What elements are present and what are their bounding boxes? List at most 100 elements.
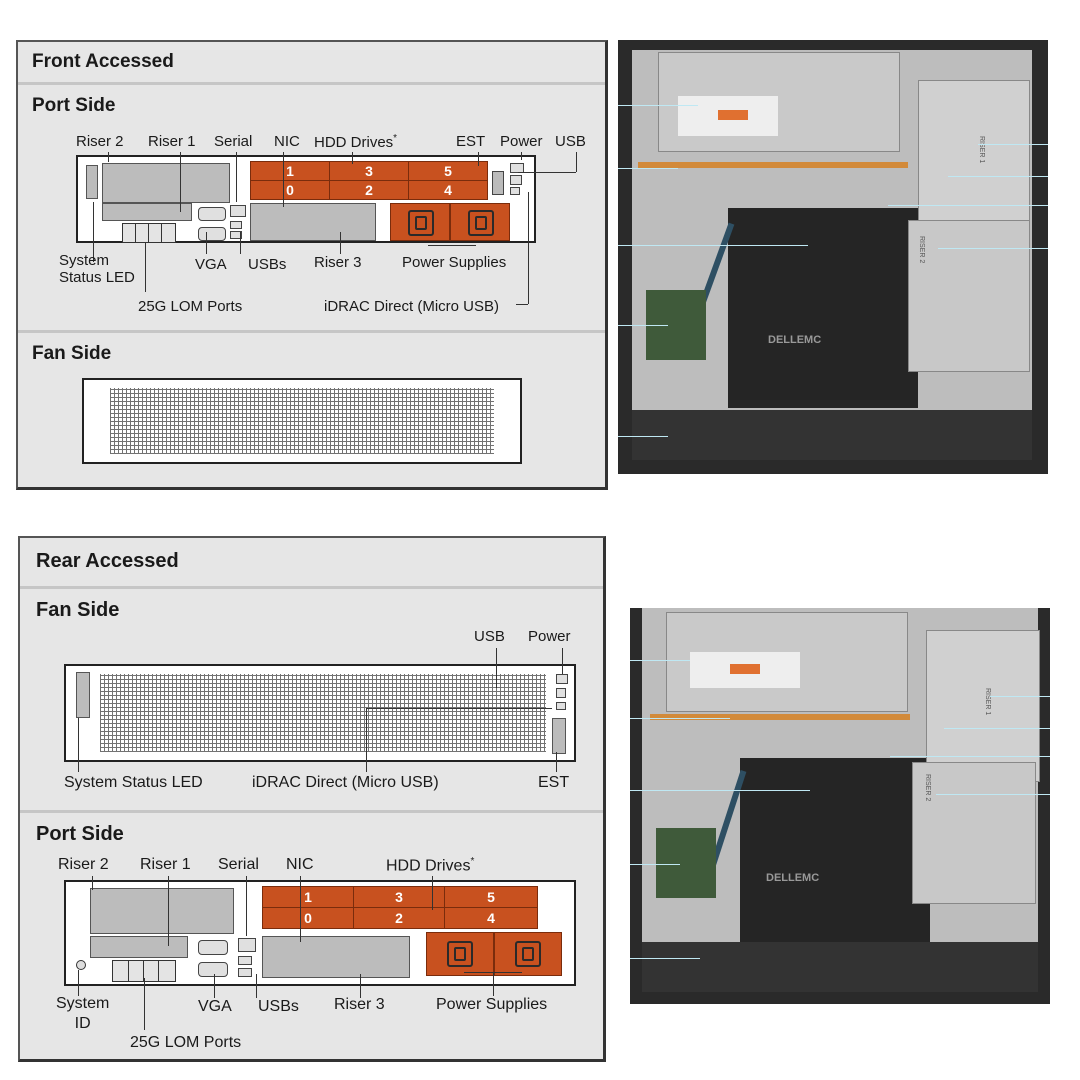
divider bbox=[20, 810, 603, 813]
lom-ports-label: 25G LOM Ports bbox=[138, 298, 243, 315]
idrac-direct-label: iDRAC Direct (Micro USB) bbox=[324, 298, 500, 315]
idrac-direct-port bbox=[556, 702, 566, 710]
est-tag bbox=[552, 718, 566, 754]
system-id-button bbox=[76, 960, 86, 970]
callout-line bbox=[630, 660, 690, 661]
riser1-slot bbox=[102, 203, 192, 221]
drive-bay-2: 2 bbox=[353, 907, 445, 929]
hdd-drives-label: HDD Drives* bbox=[314, 133, 398, 151]
leader-line bbox=[108, 152, 109, 162]
leader-line bbox=[236, 152, 237, 202]
drive-bay-4: 4 bbox=[408, 180, 488, 200]
front-accessed-panel: Front Accessed Port Side Riser 2 Riser 1… bbox=[16, 40, 608, 490]
leader-line bbox=[93, 202, 94, 262]
usb-port-front bbox=[510, 175, 522, 185]
callout-line bbox=[944, 728, 1050, 729]
drive-bay-3: 3 bbox=[329, 161, 409, 181]
riser3-label: Riser 3 bbox=[334, 996, 385, 1013]
callout-line bbox=[938, 248, 1048, 249]
riser2-slot bbox=[102, 163, 230, 203]
leader-line bbox=[300, 876, 301, 942]
callout-line bbox=[618, 105, 698, 106]
est-label: EST bbox=[538, 774, 570, 791]
est-tag bbox=[492, 171, 504, 195]
vga-port bbox=[198, 227, 226, 241]
leader-line bbox=[521, 152, 522, 160]
lom-ports bbox=[122, 223, 176, 243]
callout-line bbox=[630, 718, 730, 719]
leader-line bbox=[256, 974, 257, 998]
riser3-slot bbox=[262, 936, 410, 978]
idrac-direct-port bbox=[510, 187, 520, 195]
motherboard-connectors bbox=[656, 828, 716, 898]
riser1-text: RISER 1 bbox=[978, 136, 985, 164]
drive-bay-2: 2 bbox=[329, 180, 409, 200]
usbs-label: USBs bbox=[258, 998, 299, 1015]
callout-line bbox=[630, 958, 700, 959]
usb-port bbox=[556, 688, 566, 698]
front-accessed-title: Front Accessed bbox=[32, 51, 174, 72]
riser3-slot bbox=[250, 203, 376, 241]
port-side-chassis: 1 3 5 0 2 4 bbox=[64, 880, 576, 986]
drive-bay-4: 4 bbox=[444, 907, 538, 929]
drive-bay-0: 0 bbox=[262, 907, 354, 929]
fan-side-chassis bbox=[82, 378, 522, 464]
leader-line bbox=[180, 152, 181, 212]
callout-line bbox=[630, 790, 810, 791]
riser2-text: RISER 2 bbox=[918, 236, 925, 264]
power-supply-1 bbox=[390, 203, 450, 241]
vga-label: VGA bbox=[198, 998, 232, 1015]
system-status-led-label: System Status LED bbox=[64, 774, 203, 791]
riser3-label: Riser 3 bbox=[314, 254, 362, 271]
riser2-cage bbox=[912, 762, 1036, 904]
power-supply-2 bbox=[494, 932, 562, 976]
leader-line bbox=[366, 708, 367, 772]
leader-line bbox=[246, 876, 247, 936]
divider bbox=[18, 82, 605, 85]
leader-line bbox=[78, 970, 79, 996]
vga-label: VGA bbox=[195, 256, 227, 273]
riser2-label: Riser 2 bbox=[76, 133, 124, 150]
callout-line bbox=[618, 436, 668, 437]
power-plug-icon bbox=[515, 941, 541, 967]
orange-rail bbox=[638, 162, 908, 168]
callout-line bbox=[890, 756, 1050, 757]
leader-line bbox=[206, 232, 207, 254]
vga-port bbox=[198, 962, 228, 977]
leader-line bbox=[478, 152, 479, 166]
riser2-slot bbox=[90, 888, 234, 934]
rear-accessed-title: Rear Accessed bbox=[36, 550, 179, 572]
orange-rail bbox=[650, 714, 910, 720]
usb-label: USB bbox=[474, 628, 505, 645]
serial-label: Serial bbox=[218, 856, 259, 873]
fan-side-title: Fan Side bbox=[36, 599, 120, 621]
system-status-led-bar bbox=[86, 165, 98, 199]
serial-port bbox=[198, 207, 226, 221]
callout-line bbox=[630, 864, 680, 865]
leader-line bbox=[576, 152, 577, 172]
divider bbox=[18, 330, 605, 333]
callout-line bbox=[618, 325, 668, 326]
port-side-title: Port Side bbox=[32, 95, 116, 116]
usb-port-1 bbox=[230, 221, 242, 229]
system-id-label: System ID bbox=[56, 995, 110, 1032]
riser1-cage bbox=[918, 80, 1030, 242]
riser1-label: Riser 1 bbox=[148, 133, 196, 150]
nic-port bbox=[230, 205, 246, 217]
port-side-chassis: 1 3 5 0 2 4 bbox=[76, 155, 536, 243]
leader-line bbox=[78, 718, 79, 772]
air-shroud bbox=[740, 758, 930, 948]
power-button bbox=[556, 674, 568, 684]
leader-line bbox=[496, 648, 497, 688]
idrac-direct-label: iDRAC Direct (Micro USB) bbox=[252, 774, 439, 791]
lom-ports-label: 25G LOM Ports bbox=[130, 1034, 242, 1051]
divider bbox=[20, 586, 603, 589]
callout-line bbox=[936, 794, 1050, 795]
leader-line bbox=[144, 978, 145, 1030]
serial-label: Serial bbox=[214, 133, 253, 150]
leader-line bbox=[528, 192, 529, 304]
hdd-drives-label: HDD Drives* bbox=[386, 856, 475, 875]
server-interior-photo-front: DELLEMC RISER 1 RISER 2 bbox=[618, 40, 1048, 474]
leader-line bbox=[360, 974, 361, 998]
leader-line bbox=[516, 304, 528, 305]
